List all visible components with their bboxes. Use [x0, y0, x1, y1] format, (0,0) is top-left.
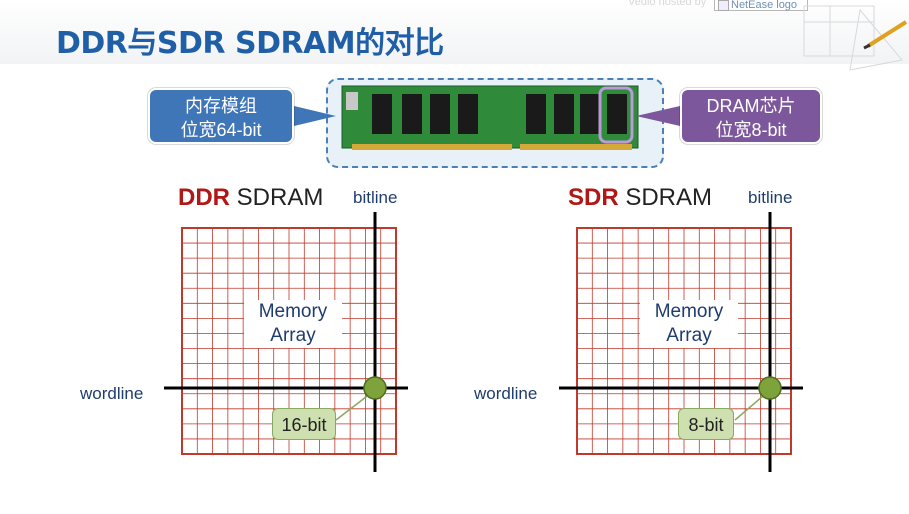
sdr-wordline-bitline [559, 212, 803, 472]
ddr-wordline-label: wordline [80, 384, 144, 403]
ddr-wordline-bitline [164, 212, 408, 472]
corner-sketch-decoration [803, 5, 908, 71]
ddr-array-label-line2: Array [270, 325, 316, 346]
module-callout-pointer [294, 106, 336, 126]
sdr-bit-width-badge: 8-bit [678, 408, 734, 440]
sdr-suffix: SDRAM [618, 184, 713, 211]
module-callout-line1: 内存模组 [185, 96, 257, 116]
ddr-suffix: SDRAM [230, 184, 324, 211]
ddr-access-point [363, 376, 387, 400]
ddr-bit-width-badge: 16-bit [272, 408, 336, 440]
broken-image-icon [718, 0, 729, 11]
sdr-memory-array-label: Memory Array [640, 300, 738, 348]
sdr-bitline-label: bitline [748, 188, 793, 207]
module-callout-line2: 位宽64-bit [180, 120, 262, 140]
memory-module-callout: 内存模组 位宽64-bit [148, 88, 294, 144]
chip-callout-line1: DRAM芯片 [706, 96, 796, 116]
slide-title: DDR与SDR SDRAM的对比 [56, 26, 444, 61]
pencil-icon [866, 20, 908, 48]
chip-callout-line2: 位宽8-bit [715, 120, 787, 140]
sdr-access-point [758, 376, 782, 400]
ddr-bitline-label: bitline [353, 188, 398, 207]
highlighted-chip-outline [598, 86, 634, 144]
ddr-memory-array-label: Memory Array [244, 300, 342, 348]
ddr-sdram-title: DDR SDRAM [178, 184, 323, 212]
dram-chip-callout: DRAM芯片 位宽8-bit [680, 88, 822, 144]
sdr-sdram-title: SDR SDRAM [568, 184, 712, 212]
sdr-prefix: SDR [568, 184, 619, 211]
chip-callout-pointer [636, 106, 680, 126]
logo-alt-text: NetEase logo [731, 0, 798, 11]
sdr-array-label-line1: Memory [654, 301, 724, 322]
sdr-array-label-line2: Array [666, 325, 712, 346]
ddr-prefix: DDR [178, 184, 230, 211]
ddr-array-label-line1: Memory [258, 301, 328, 322]
memory-module-image [341, 85, 639, 150]
sdr-wordline-label: wordline [474, 384, 538, 403]
hosting-watermark: Vedio hosted by [628, 0, 707, 8]
dram-chip-row [372, 94, 627, 134]
